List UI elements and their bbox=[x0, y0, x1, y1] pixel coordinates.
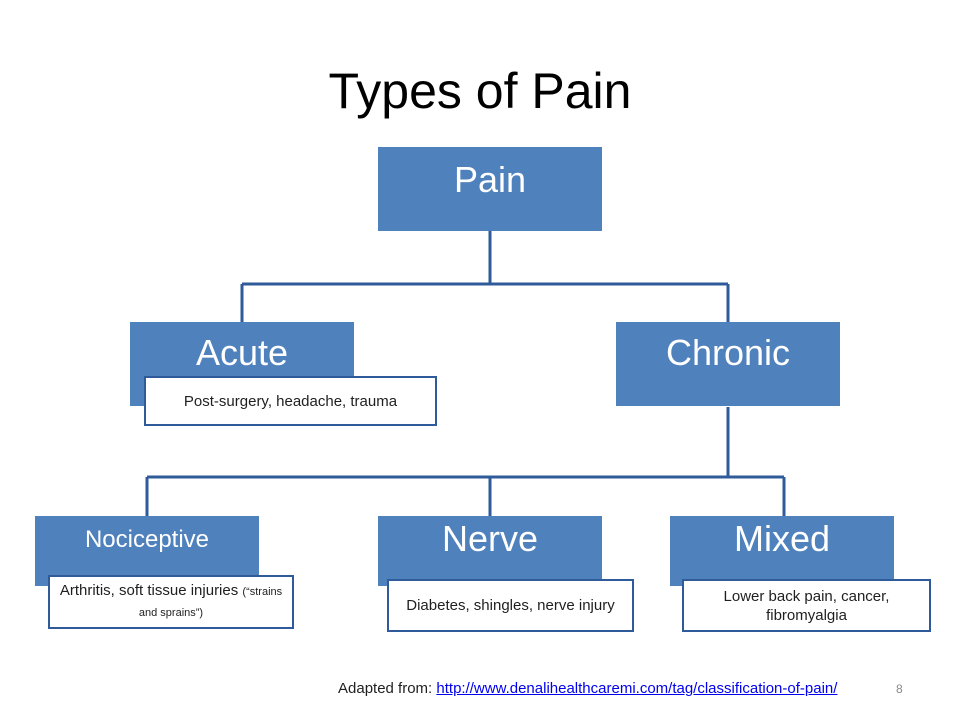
node-mixed: Mixed bbox=[670, 516, 894, 586]
node-chronic: Chronic bbox=[616, 322, 840, 406]
source-attribution: Adapted from: http://www.denalihealthcar… bbox=[338, 680, 837, 697]
nerve-description: Diabetes, shingles, nerve injury bbox=[406, 597, 615, 614]
nociceptive-description-line1: Arthritis, soft tissue injuries (“strain… bbox=[50, 581, 292, 623]
nociceptive-description-box: Arthritis, soft tissue injuries (“strain… bbox=[48, 575, 294, 629]
source-prefix: Adapted from: bbox=[338, 680, 437, 697]
source-link[interactable]: http://www.denalihealthcaremi.com/tag/cl… bbox=[436, 680, 838, 697]
slide-number: 8 bbox=[896, 682, 903, 696]
node-mixed-label: Mixed bbox=[733, 518, 831, 559]
nociceptive-description-note: (“strains and sprains”) bbox=[138, 586, 283, 619]
node-chronic-label: Chronic bbox=[665, 332, 791, 373]
slide-title: Types of Pain bbox=[328, 63, 632, 119]
acute-description-box: Post-surgery, headache, trauma bbox=[144, 376, 437, 426]
nerve-description-box: Diabetes, shingles, nerve injury bbox=[387, 579, 634, 632]
node-acute-label: Acute bbox=[195, 332, 289, 373]
node-nerve: Nerve bbox=[378, 516, 602, 586]
node-pain: Pain bbox=[378, 147, 602, 231]
node-nociceptive-label: Nociceptive bbox=[84, 526, 210, 553]
mixed-description-box: Lower back pain, cancer, fibromyalgia bbox=[682, 579, 931, 632]
acute-description: Post-surgery, headache, trauma bbox=[183, 392, 398, 410]
node-nerve-label: Nerve bbox=[441, 518, 539, 559]
node-nociceptive: Nociceptive bbox=[35, 516, 259, 586]
nociceptive-description-main: Arthritis, soft tissue injuries bbox=[59, 582, 239, 599]
node-pain-label: Pain bbox=[453, 159, 527, 200]
mixed-description: Lower back pain, cancer, fibromyalgia bbox=[723, 587, 890, 624]
